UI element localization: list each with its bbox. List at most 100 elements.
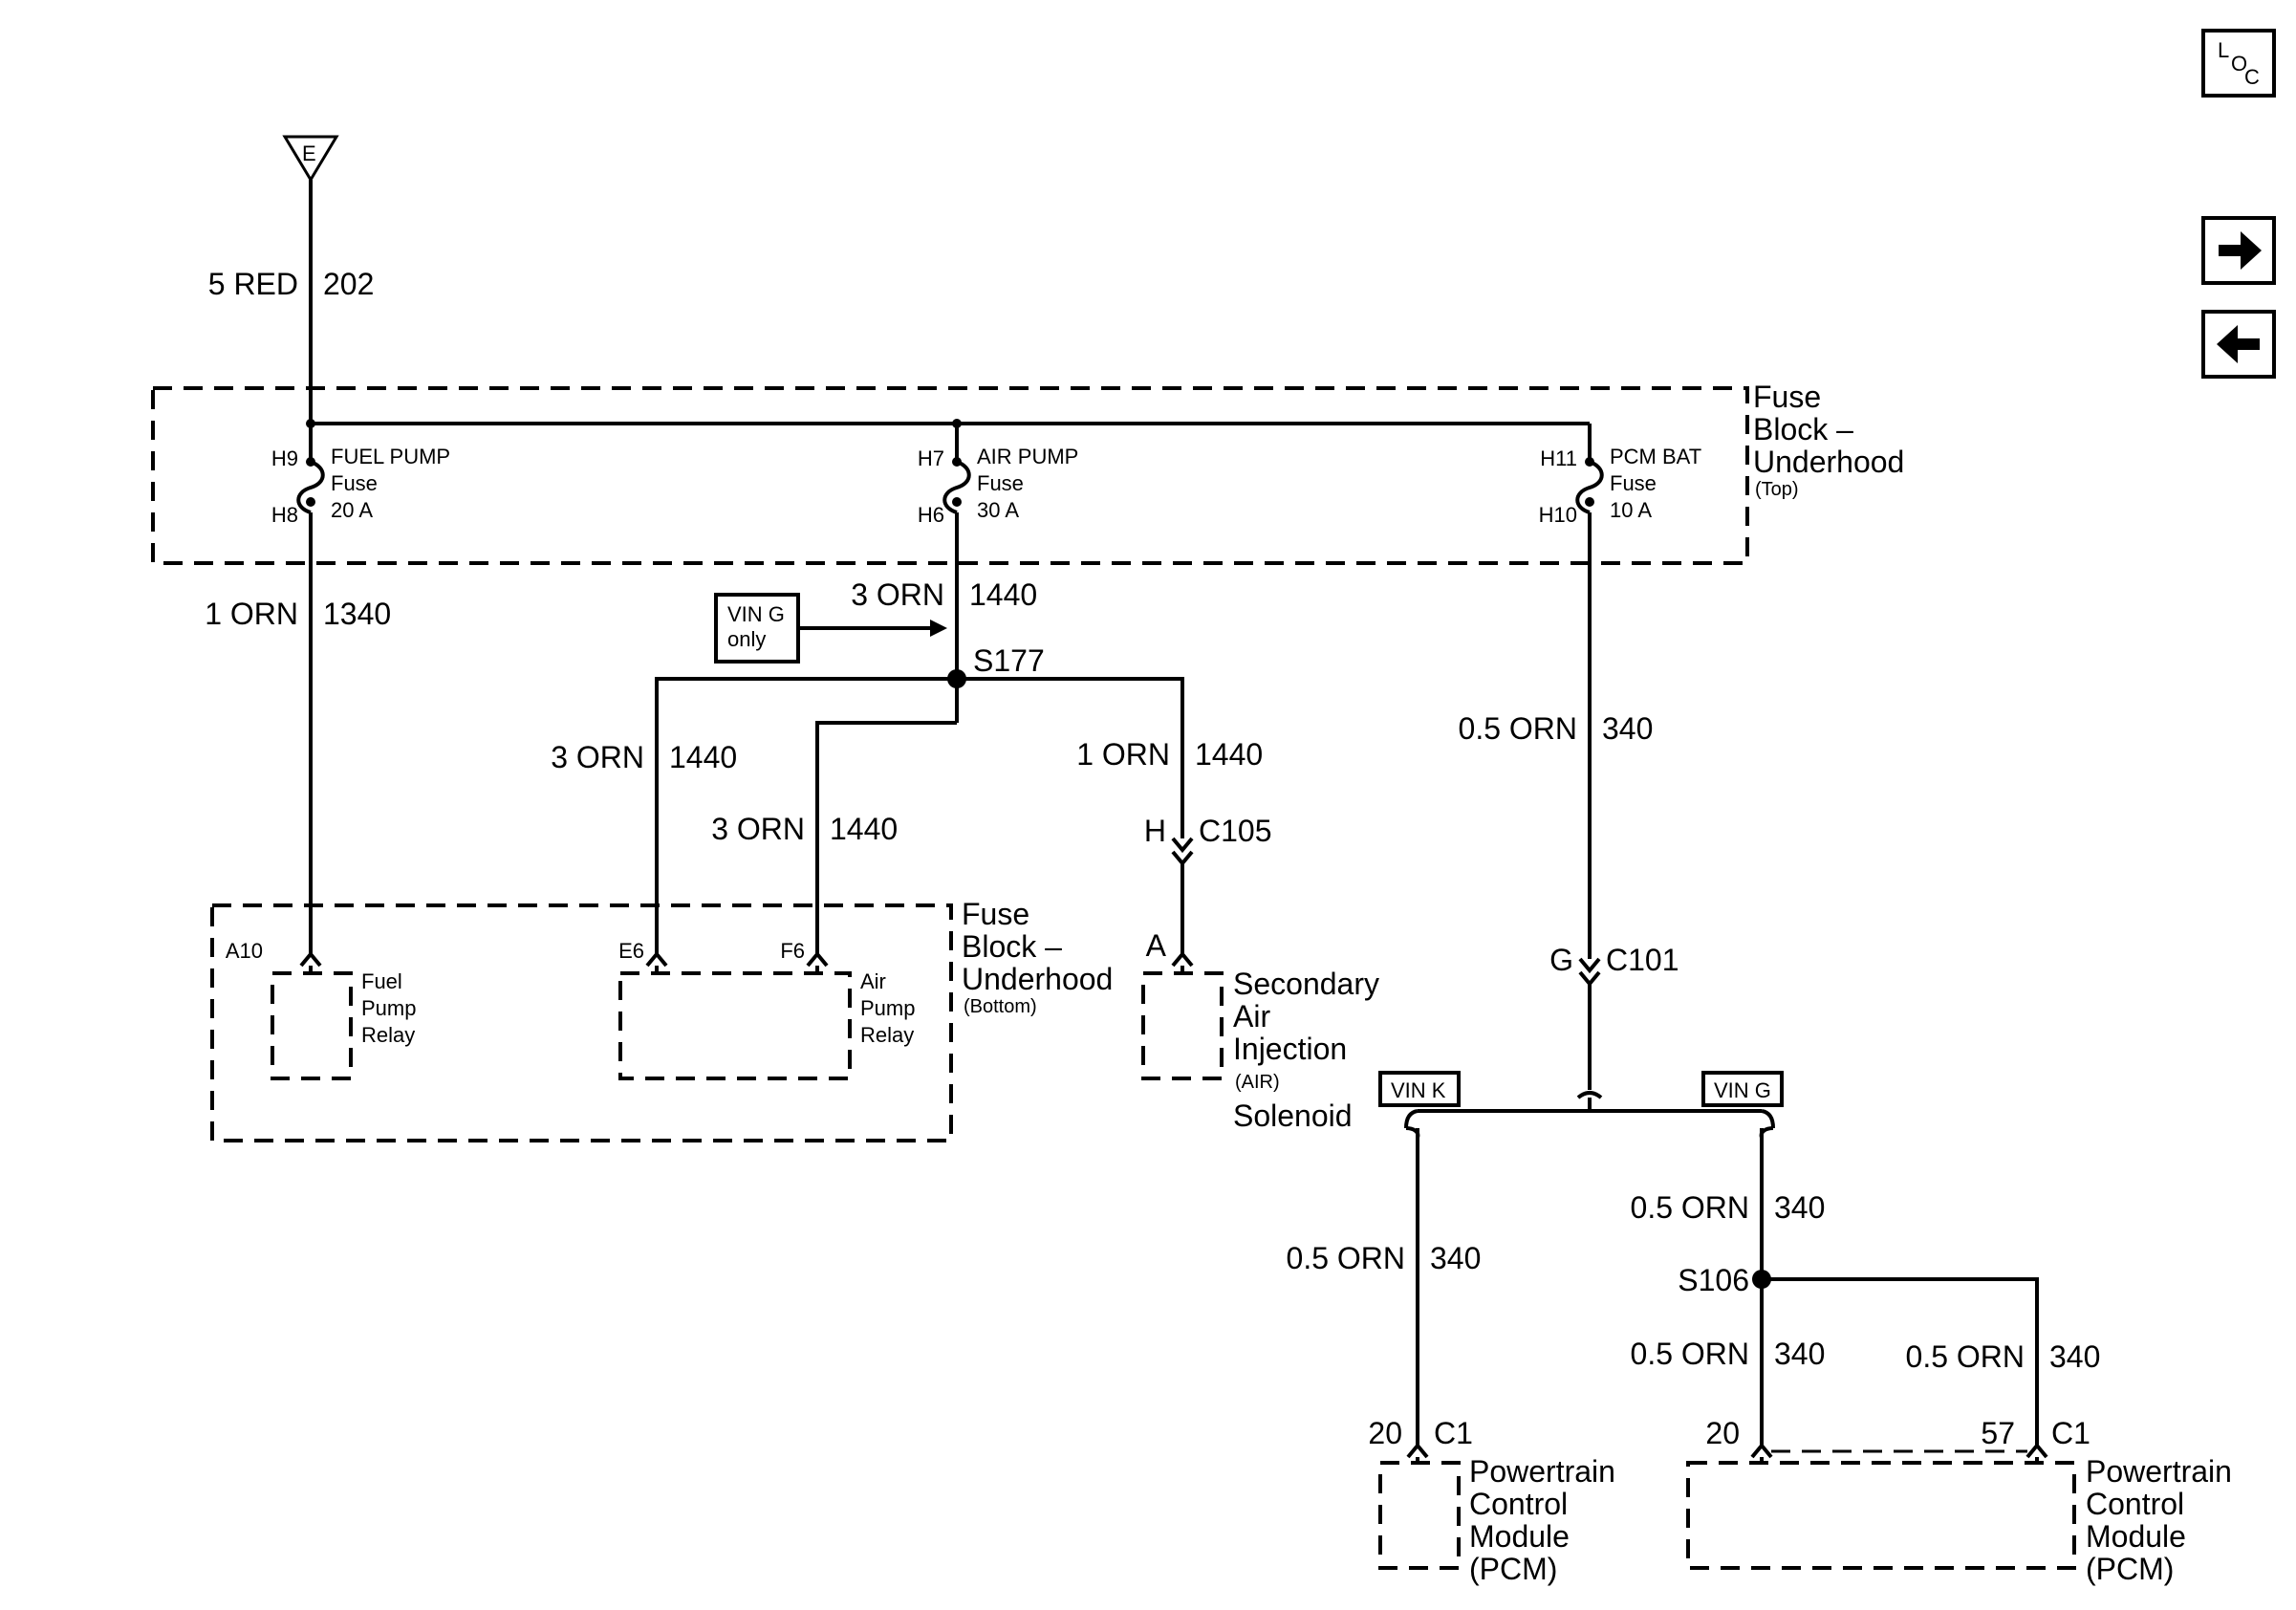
power-source-e: E	[282, 135, 339, 183]
wire-label-1440-mid-circuit: 1440	[830, 812, 898, 846]
wire-label-340-vink-gauge: 0.5 ORN	[1287, 1241, 1405, 1275]
vin-g-only-line2: only	[727, 627, 766, 651]
wire-label-1440-main-circuit: 1440	[969, 577, 1037, 612]
solenoid-label-1: Secondary	[1233, 967, 1379, 1001]
wire-label-202-circuit: 202	[323, 267, 374, 301]
wire-label-1340-circuit: 1340	[323, 597, 391, 631]
loc-letter-c: C	[2244, 65, 2260, 89]
pcm-right-pin-57: 57	[1981, 1416, 2015, 1450]
fuse-block-bottom-outline	[210, 903, 953, 1142]
fuse-fuel-pump-rating: 20 A	[331, 498, 373, 522]
wire-label-1440-right-gauge: 1 ORN	[1076, 737, 1170, 772]
air-relay-label-3: Relay	[860, 1023, 914, 1047]
fuse-air-pump-rating: 30 A	[977, 498, 1019, 522]
fuse-pcm-bat-type: Fuse	[1610, 471, 1657, 495]
connector-c105-pin: H	[1144, 814, 1166, 848]
splice-s177-label: S177	[973, 643, 1045, 678]
splice-s106-label: S106	[1678, 1263, 1749, 1297]
fuse-fuel-pump-pin-in: H9	[271, 446, 298, 470]
wire-label-1340-gauge: 1 ORN	[205, 597, 298, 631]
fuse-pcm-bat-rating: 10 A	[1610, 498, 1652, 522]
pcm-left-connector: C1	[1434, 1416, 1473, 1450]
next-button[interactable]	[2201, 216, 2276, 285]
loc-letter-o: O	[2231, 52, 2247, 76]
pcm-right-label-3: Module	[2086, 1519, 2186, 1554]
pin-f6: F6	[780, 939, 805, 963]
fuel-relay-label-3: Relay	[361, 1023, 415, 1047]
wire-label-340-ving-right-circuit: 340	[2049, 1339, 2100, 1374]
wire-label-1440-mid-gauge: 3 ORN	[711, 812, 805, 846]
wire-label-340-ving-top-gauge: 0.5 ORN	[1631, 1190, 1749, 1225]
fuse-air-pump-pin-in: H7	[918, 446, 944, 470]
pcm-right-pin-20: 20	[1705, 1416, 1740, 1450]
connector-c101-pin: G	[1549, 943, 1573, 977]
pcm-right-label-1: Powertrain	[2086, 1454, 2232, 1489]
fuse-block-top-label-3: Underhood	[1753, 445, 1904, 479]
vin-g-badge: VIN G	[1701, 1071, 1784, 1107]
wire-label-340-vink-circuit: 340	[1430, 1241, 1481, 1275]
fuse-air-pump-pin-out: H6	[918, 503, 944, 527]
wire-label-340-ving-left-circuit: 340	[1774, 1337, 1825, 1371]
pcm-right-label-2: Control	[2086, 1487, 2184, 1521]
wire-label-340-ving-right-gauge: 0.5 ORN	[1906, 1339, 2025, 1374]
solenoid-label-5: Solenoid	[1233, 1099, 1353, 1133]
fuse-fuel-pump-pin-out: H8	[271, 503, 298, 527]
fuse-block-bottom-label-1: Fuse	[962, 897, 1029, 931]
vin-k-badge: VIN K	[1378, 1071, 1461, 1107]
vin-g-only-note: VIN G only	[714, 593, 947, 664]
pcm-left-label-4: (PCM)	[1469, 1552, 1557, 1586]
vin-split-junction	[1576, 1091, 1603, 1099]
fuse-air-pump-type: Fuse	[977, 471, 1024, 495]
fuse-block-top-label-2: Block –	[1753, 412, 1853, 446]
fuse-fuel-pump-type: Fuse	[331, 471, 378, 495]
wire-label-340-ving-top-circuit: 340	[1774, 1190, 1825, 1225]
air-pump-relay: E6 F6 Air Pump Relay	[618, 939, 915, 1080]
wire-label-1440-main-gauge: 3 ORN	[851, 577, 944, 612]
pcm-right-label-4: (PCM)	[2086, 1552, 2174, 1586]
arrow-left-icon	[2217, 325, 2260, 363]
fuse-pcm-bat-name: PCM BAT	[1610, 445, 1701, 468]
wire-label-202-gauge: 5 RED	[208, 267, 298, 301]
fuse-fuel-pump: H9 H8 FUEL PUMP Fuse 20 A	[271, 424, 450, 527]
fuse-air-pump-name: AIR PUMP	[977, 445, 1078, 468]
air-relay-label-1: Air	[860, 969, 886, 993]
pcm-left-pin: 20	[1368, 1416, 1402, 1450]
wire-label-340-main-circuit: 340	[1602, 711, 1653, 746]
vin-k-label: VIN K	[1391, 1078, 1446, 1102]
pcm-module-left: 20 C1 Powertrain Control Module (PCM)	[1368, 1416, 1615, 1586]
fuse-block-top-label-1: Fuse	[1753, 380, 1821, 414]
loc-button[interactable]: L O C	[2201, 29, 2276, 98]
fuel-relay-label-2: Pump	[361, 996, 416, 1020]
wire-label-1440-left-gauge: 3 ORN	[551, 740, 644, 774]
connector-c105-name: C105	[1199, 814, 1272, 848]
solenoid-pin-a: A	[1146, 928, 1167, 963]
fuse-air-pump: H7 H6 AIR PUMP Fuse 30 A	[918, 424, 1078, 527]
fuse-block-bottom-label-2: Block –	[962, 929, 1062, 964]
pcm-module-right: 20 57 C1 Powertrain Control Module (PCM)	[1686, 1416, 2232, 1586]
pcm-left-label-1: Powertrain	[1469, 1454, 1615, 1489]
fuel-pump-relay: A10 Fuel Pump Relay	[226, 939, 416, 1080]
pcm-left-label-2: Control	[1469, 1487, 1568, 1521]
connector-c105: H C105	[1144, 814, 1272, 954]
fuse-block-top-label-4: (Top)	[1755, 479, 1799, 500]
source-letter: E	[302, 141, 316, 165]
air-injection-solenoid: A Secondary Air Injection (AIR) Solenoid	[1141, 928, 1379, 1133]
fuse-fuel-pump-name: FUEL PUMP	[331, 445, 450, 468]
solenoid-label-4: (AIR)	[1235, 1072, 1280, 1093]
loc-letter-l: L	[2218, 38, 2229, 62]
pin-a10: A10	[226, 939, 263, 963]
pin-e6: E6	[618, 939, 644, 963]
prev-button[interactable]	[2201, 310, 2276, 379]
wire-label-1440-right-circuit: 1440	[1195, 737, 1263, 772]
air-relay-label-2: Pump	[860, 996, 915, 1020]
pcm-right-connector: C1	[2051, 1416, 2090, 1450]
pcm-left-label-3: Module	[1469, 1519, 1570, 1554]
fuel-relay-label-1: Fuel	[361, 969, 402, 993]
wire-label-340-ving-left-gauge: 0.5 ORN	[1631, 1337, 1749, 1371]
fuse-pcm-bat-pin-out: H10	[1539, 503, 1577, 527]
solenoid-label-2: Air	[1233, 999, 1270, 1033]
wire-label-340-main-gauge: 0.5 ORN	[1459, 711, 1577, 746]
fuse-pcm-bat: H11 H10 PCM BAT Fuse 10 A	[1539, 424, 1701, 527]
fuse-block-top-outline	[151, 386, 1749, 565]
